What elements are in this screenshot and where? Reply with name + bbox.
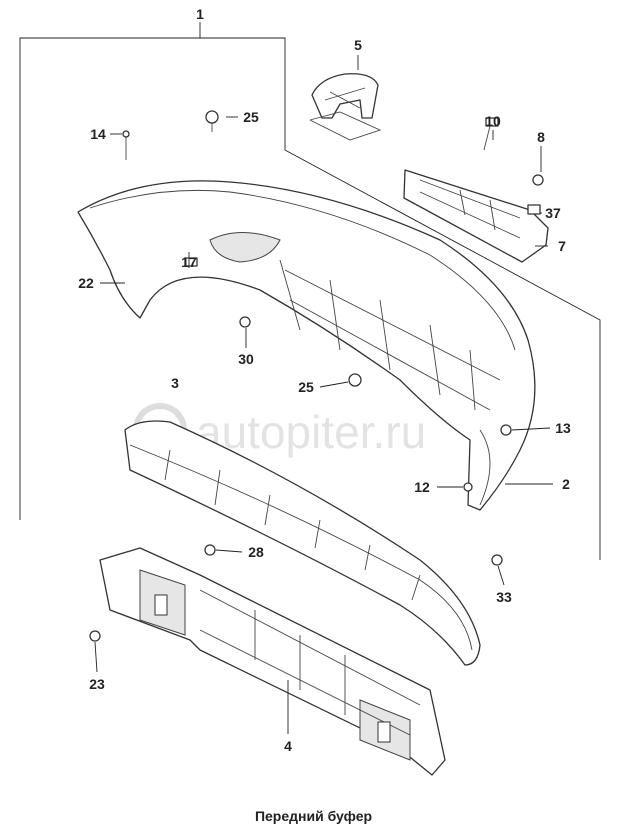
callout-37: 37 (545, 205, 561, 221)
diagram-title: Передний буфер (254, 808, 373, 824)
callout-3: 3 (171, 375, 179, 391)
leader-1-right (200, 37, 601, 560)
watermark-text: autopiter.ru (196, 406, 426, 458)
fasteners (89, 110, 544, 642)
callout-23: 23 (89, 676, 105, 692)
callout-1: 1 (196, 6, 204, 22)
callout-2: 2 (562, 476, 570, 492)
callout-12: 12 (414, 479, 430, 495)
part-4-beam (99, 547, 446, 776)
callout-5: 5 (354, 37, 362, 53)
callout-22: 22 (78, 275, 94, 291)
callout-10: 10 (485, 113, 501, 129)
callout-25-mid: 25 (298, 379, 314, 395)
callout-33: 33 (496, 589, 512, 605)
callout-8: 8 (537, 129, 545, 145)
part-5-bracket (311, 73, 379, 119)
part-3-absorber (124, 420, 481, 666)
leader-1 (19, 22, 201, 520)
leader-lines (94, 116, 553, 734)
callout-7: 7 (558, 238, 566, 254)
callout-17: 17 (181, 254, 197, 270)
callout-25-top: 25 (243, 109, 259, 125)
callout-14: 14 (90, 126, 106, 142)
callout-28: 28 (248, 544, 264, 560)
callout-30: 30 (238, 351, 254, 367)
callout-4: 4 (284, 738, 292, 754)
callout-13: 13 (555, 420, 571, 436)
